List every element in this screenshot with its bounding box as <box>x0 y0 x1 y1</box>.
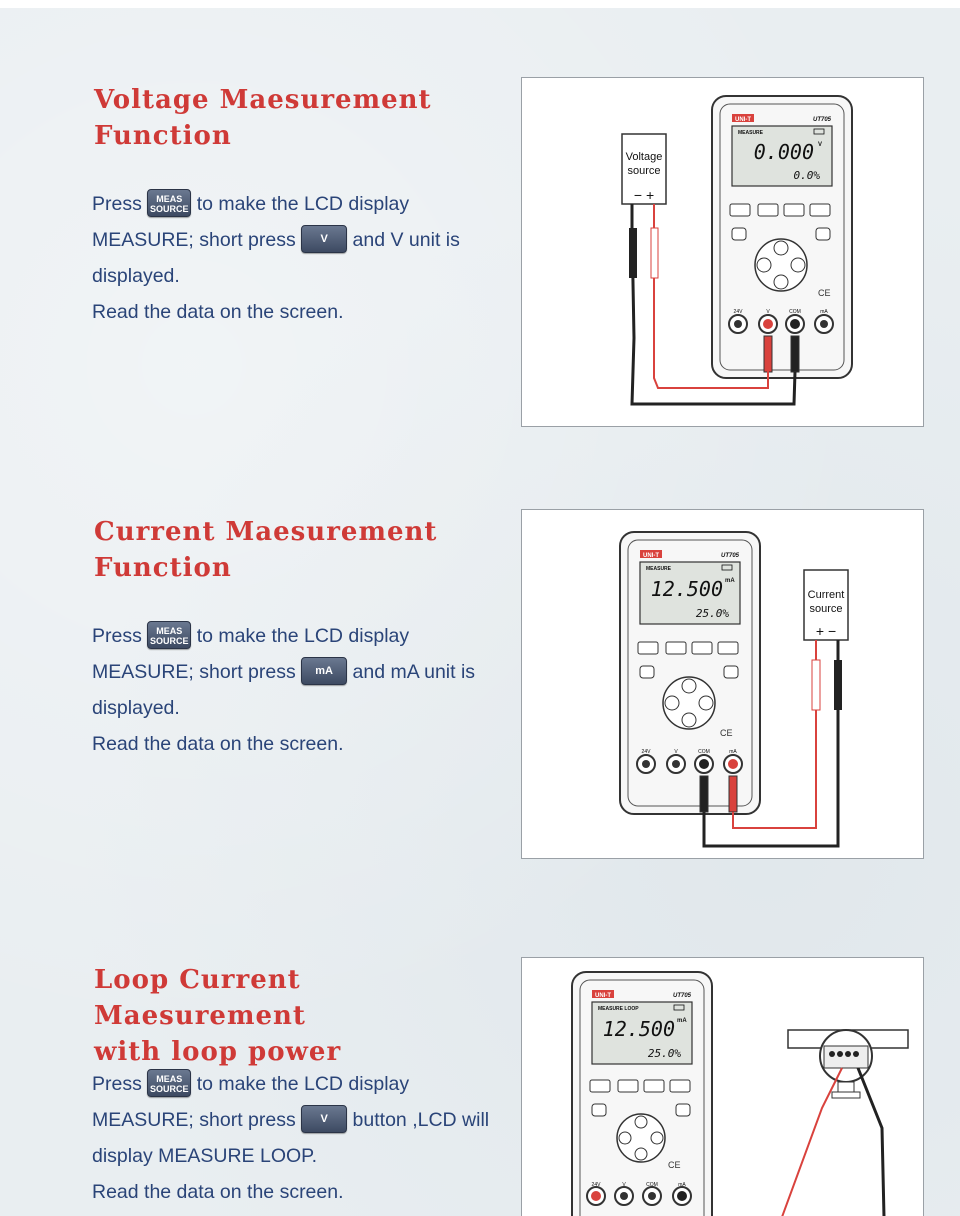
current-wiring-diagram: UNI-T UT705 MEASURE 12.500 mA 25.0% CE <box>521 509 924 859</box>
title-line-2: with loop power <box>94 1037 342 1067</box>
svg-text:MEASURE: MEASURE <box>646 566 672 572</box>
meter-terminals <box>728 314 834 334</box>
lcd-screen <box>731 125 833 187</box>
svg-text:0.0%: 0.0% <box>794 169 821 182</box>
instruction-text: and mA unit is displayed. <box>92 661 476 719</box>
black-lead <box>856 1067 886 1216</box>
instruction-text: to make the LCD display MEASURE; short p… <box>92 1073 410 1131</box>
svg-text:mA: mA <box>677 1018 687 1024</box>
meter-terminals <box>586 1186 692 1206</box>
section-title: Loop Current Maesurement with loop power <box>94 962 504 1070</box>
instruction-text: Read the data on the screen. <box>92 1181 344 1203</box>
svg-text:UNI-T: UNI-T <box>735 117 751 123</box>
title-line-1: Voltage Maesurement <box>94 85 432 115</box>
instruction-text: to make the LCD display MEASURE; short p… <box>92 193 410 251</box>
svg-text:MEASURE LOOP: MEASURE LOOP <box>598 1006 639 1012</box>
red-lead <box>653 204 769 389</box>
instruction-text: Press <box>92 1073 142 1095</box>
svg-text:V: V <box>622 1182 626 1188</box>
dpad <box>616 1113 666 1163</box>
title-line-2: Function <box>94 121 232 151</box>
diagram-svg: UNI-T UT705 MEASURE LOOP 12.500 mA 25.0%… <box>571 971 909 1216</box>
svg-text:24V: 24V <box>642 749 652 755</box>
voltage-wiring-diagram: UNI-T UT705 MEASURE 0.000 V 0.0% CE <box>521 77 924 427</box>
instruction-text: to make the LCD display MEASURE; short p… <box>92 625 410 683</box>
svg-text:mA: mA <box>678 1182 686 1188</box>
dpad <box>662 676 716 730</box>
svg-text:0.000: 0.000 <box>754 140 814 164</box>
title-line-1: Loop Current Maesurement <box>94 965 306 1031</box>
svg-text:Voltage: Voltage <box>626 151 663 163</box>
svg-text:24V: 24V <box>734 309 744 315</box>
svg-text:CE: CE <box>668 1160 681 1170</box>
instruction-text: Press <box>92 625 142 647</box>
brand-badge <box>732 114 754 122</box>
loop-wiring-diagram: UNI-T UT705 MEASURE LOOP 12.500 mA 25.0%… <box>521 957 924 1216</box>
svg-text:V: V <box>674 749 678 755</box>
svg-text:V: V <box>766 309 770 315</box>
ma-button-icon: mA <box>301 656 348 685</box>
instruction-text: Press <box>92 193 142 215</box>
instruction-text: button ,LCD will display MEASURE LOOP. <box>92 1109 490 1167</box>
diagram-svg: UNI-T UT705 MEASURE 0.000 V 0.0% CE <box>621 95 853 406</box>
svg-text:COM: COM <box>646 1182 658 1188</box>
svg-text:UNI-T: UNI-T <box>643 553 659 559</box>
svg-text:UT705: UT705 <box>721 553 740 559</box>
diagram-svg: UNI-T UT705 MEASURE 12.500 mA 25.0% CE <box>619 531 849 848</box>
svg-text:25.0%: 25.0% <box>648 1047 681 1060</box>
dpad <box>754 238 808 292</box>
svg-text:MEASURE: MEASURE <box>738 130 764 136</box>
svg-text:− +: − + <box>634 187 654 203</box>
voltage-source-box <box>621 133 667 205</box>
svg-text:UT705: UT705 <box>673 993 692 999</box>
title-line-2: Function <box>94 553 232 583</box>
section-title: Voltage Maesurement Function <box>94 82 504 154</box>
current-source-box <box>803 569 849 641</box>
svg-text:UT705: UT705 <box>813 117 832 123</box>
instruction-text: Read the data on the screen. <box>92 733 344 755</box>
svg-text:CE: CE <box>818 288 831 298</box>
svg-text:12.500: 12.500 <box>603 1017 675 1041</box>
instruction-text: Read the data on the screen. <box>92 301 344 323</box>
brand-badge <box>592 990 614 998</box>
svg-text:source: source <box>809 603 842 615</box>
instruction-text: and V unit is displayed. <box>92 229 460 287</box>
svg-text:mA: mA <box>820 309 828 315</box>
brand-badge <box>640 550 662 558</box>
svg-text:COM: COM <box>698 749 710 755</box>
lcd-screen <box>639 561 741 625</box>
v-button-icon: V <box>301 224 348 253</box>
svg-text:mA: mA <box>725 578 735 584</box>
svg-text:UNI-T: UNI-T <box>595 993 611 999</box>
svg-text:+ −: + − <box>816 623 836 639</box>
transmitter-icon <box>787 1029 909 1099</box>
svg-text:source: source <box>627 165 660 177</box>
lcd-screen <box>591 1001 693 1065</box>
svg-text:mA: mA <box>729 749 737 755</box>
top-band <box>0 0 960 8</box>
svg-text:COM: COM <box>789 309 801 315</box>
title-line-1: Current Maesurement <box>94 517 438 547</box>
red-lead <box>781 1067 843 1216</box>
svg-text:24V: 24V <box>592 1182 602 1188</box>
meter-terminals <box>636 754 743 774</box>
svg-text:V: V <box>818 142 822 148</box>
svg-text:CE: CE <box>720 728 733 738</box>
svg-text:Current: Current <box>808 589 845 601</box>
svg-text:12.500: 12.500 <box>651 577 723 601</box>
v-button-icon: V <box>301 1104 348 1133</box>
section-title: Current Maesurement Function <box>94 514 504 586</box>
svg-text:25.0%: 25.0% <box>696 607 729 620</box>
black-lead <box>630 204 797 406</box>
